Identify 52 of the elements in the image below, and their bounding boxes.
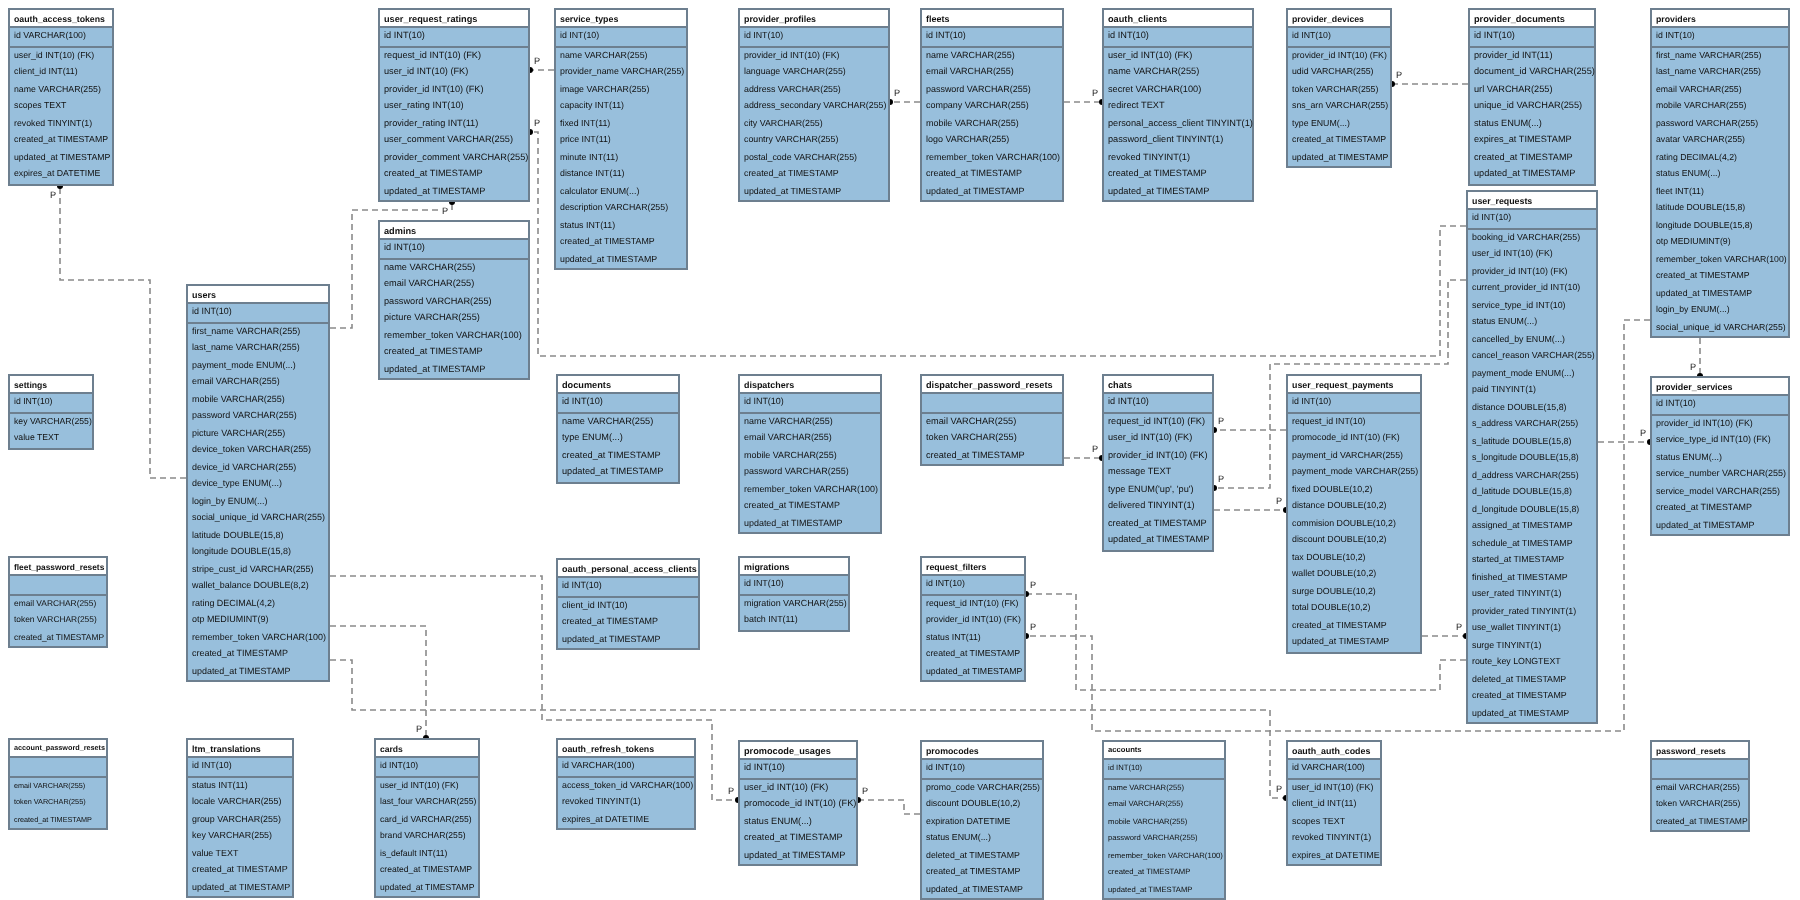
relationship-line [1697, 337, 1703, 379]
relationship-line [57, 183, 187, 479]
database-table [8, 556, 108, 648]
database-table [1102, 8, 1254, 202]
database-table [1650, 376, 1790, 536]
relationship-line [887, 99, 921, 105]
relationship-line [1597, 439, 1653, 445]
database-table [8, 8, 114, 185]
relationship-line [1211, 279, 1467, 491]
database-table [920, 8, 1064, 202]
database-table [378, 220, 530, 380]
database-table [8, 738, 108, 830]
relationship-line [1023, 319, 1651, 732]
relationship-line [1063, 99, 1105, 105]
database-table [374, 738, 480, 898]
database-table [556, 558, 700, 650]
database-table [8, 374, 94, 449]
relationship-line [1421, 633, 1469, 639]
relationship-line [527, 129, 1467, 357]
database-table [738, 374, 882, 534]
database-table [556, 374, 680, 483]
database-table [920, 374, 1064, 466]
relationship-line [329, 659, 1289, 801]
database-table [1466, 190, 1598, 724]
database-table [738, 740, 858, 866]
database-table [1102, 740, 1226, 900]
database-table [920, 556, 1026, 682]
database-table [1286, 8, 1392, 168]
relationship-line [1023, 591, 1467, 691]
relationship-line [1389, 81, 1469, 87]
relationship-line [1211, 427, 1287, 433]
database-table [1286, 740, 1382, 866]
database-table [1468, 8, 1596, 185]
database-table [1650, 8, 1790, 338]
database-table [554, 8, 688, 270]
database-table [1102, 374, 1214, 551]
database-table [378, 8, 530, 202]
relationship-line [855, 797, 921, 815]
database-table [556, 738, 696, 830]
database-table [1650, 740, 1750, 832]
relationship-line [329, 199, 455, 329]
database-table [738, 8, 890, 202]
relationship-line [329, 575, 741, 803]
relationship-line [527, 67, 555, 73]
database-table [920, 740, 1044, 900]
database-table [738, 556, 850, 631]
relationship-line [1063, 455, 1105, 461]
database-table [186, 738, 294, 898]
relationship-line [329, 625, 429, 741]
database-table [1286, 374, 1422, 653]
database-table [186, 284, 330, 682]
relationship-line [1213, 507, 1289, 513]
